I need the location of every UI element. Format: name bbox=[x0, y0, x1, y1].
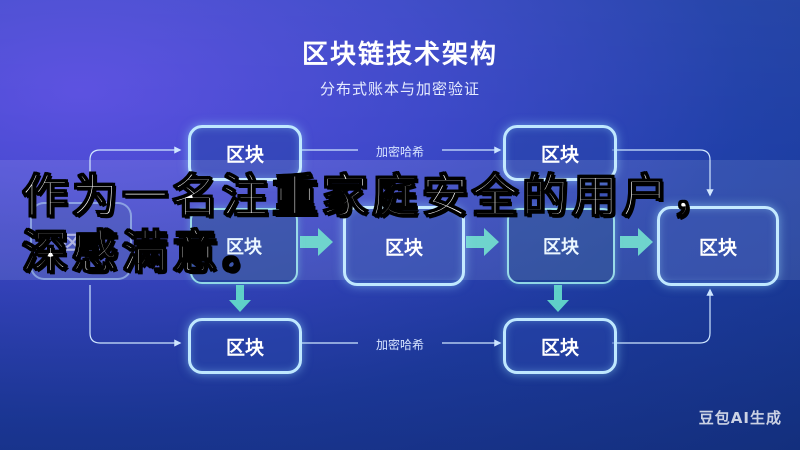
caption-band bbox=[0, 160, 800, 280]
watermark-logo: 豆包AI生成 bbox=[698, 409, 782, 427]
edge-bracket-right-bottom bbox=[612, 288, 714, 344]
edge-label-top: 加密哈希 bbox=[375, 145, 424, 159]
arrow-down-right bbox=[547, 285, 569, 312]
edge-bracket-right-top bbox=[612, 149, 714, 197]
block-mid-3: 区块 bbox=[343, 206, 465, 286]
arrow-down-left bbox=[229, 285, 251, 312]
block-top-right: 区块 bbox=[503, 125, 617, 181]
edge-bracket-left-bottom bbox=[89, 285, 182, 347]
arrow-right-1 bbox=[300, 228, 333, 256]
block-top-left: 区块 bbox=[188, 125, 302, 181]
block-bottom-left: 区块 bbox=[188, 318, 302, 374]
caption-line-1: 作为一名注重家庭安全的用户， bbox=[21, 168, 722, 224]
diagram-subtitle: 分布式账本与加密验证 bbox=[319, 80, 480, 98]
caption-line-2: 深感满意。 bbox=[21, 224, 272, 280]
arrow-right-2 bbox=[466, 228, 499, 256]
arrow-right-3 bbox=[620, 228, 653, 256]
block-mid-2: 区块 bbox=[190, 208, 298, 284]
block-mid-5: 区块 bbox=[657, 206, 779, 286]
edge-bracket-left-top bbox=[89, 146, 182, 195]
block-mid-4: 区块 bbox=[507, 208, 615, 284]
diagram-title: 区块链技术架构 bbox=[301, 40, 498, 70]
block-bottom-right: 区块 bbox=[503, 318, 617, 374]
block-mid-1: 区块 bbox=[30, 202, 132, 280]
edge-label-bottom: 加密哈希 bbox=[375, 338, 424, 352]
